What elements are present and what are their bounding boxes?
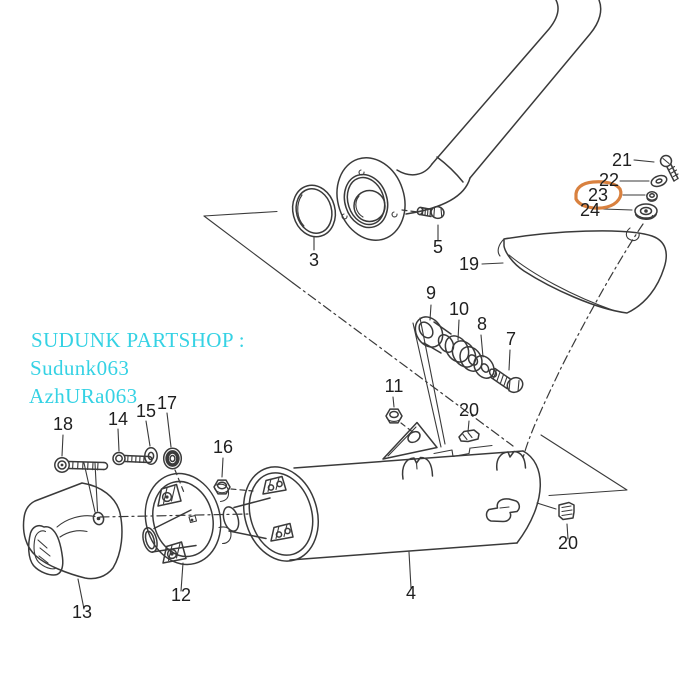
pipe-flange bbox=[336, 157, 419, 241]
washer-15 bbox=[144, 420, 158, 465]
part-label-12: 12 bbox=[171, 585, 191, 605]
part-label-23: 23 bbox=[588, 185, 608, 205]
nut-16 bbox=[213, 457, 254, 495]
highlight-circle-part-23 bbox=[574, 180, 623, 210]
part-label-21: 21 bbox=[612, 150, 632, 170]
part-label-24: 24 bbox=[580, 200, 600, 220]
part-label-8: 8 bbox=[477, 314, 487, 334]
part-label-22: 22 bbox=[599, 170, 619, 190]
connector-12 bbox=[99, 472, 249, 592]
leader-lines bbox=[203, 210, 628, 497]
clip-20-top bbox=[458, 420, 480, 443]
exhaust-pipe bbox=[396, 0, 602, 215]
nut-17 bbox=[162, 412, 186, 496]
part-label-3: 3 bbox=[309, 250, 319, 270]
shop-watermark: SUDUNK PARTSHOP : Sudunk063 AzhURa063 bbox=[29, 328, 245, 408]
nut-11 bbox=[385, 396, 415, 434]
part-label-18: 18 bbox=[53, 414, 73, 434]
bolt-18 bbox=[54, 434, 109, 473]
part-label-17: 17 bbox=[157, 393, 177, 413]
watermark-line-3: AzhURa063 bbox=[29, 384, 138, 408]
bolt-7 bbox=[488, 349, 524, 394]
part-label-19: 19 bbox=[459, 254, 479, 274]
part-label-7: 7 bbox=[506, 329, 516, 349]
watermark-line-1: SUDUNK PARTSHOP : bbox=[31, 328, 245, 352]
shield-mount-centerline bbox=[522, 223, 644, 459]
part-label-13: 13 bbox=[72, 602, 92, 622]
gasket-3 bbox=[291, 184, 337, 251]
bolt-14 bbox=[112, 428, 153, 466]
heat-shield-19 bbox=[481, 227, 667, 314]
part-label-11: 11 bbox=[385, 376, 404, 396]
grommet-24 bbox=[602, 203, 658, 221]
part-labels: 3 4 5 7 8 9 10 11 12 13 14 15 16 17 18 1… bbox=[53, 150, 632, 622]
clip-20-right bbox=[536, 501, 575, 540]
part-label-5: 5 bbox=[433, 237, 443, 257]
watermark-line-2: Sudunk063 bbox=[30, 356, 129, 380]
assembly-leader-lines bbox=[412, 317, 446, 448]
part-label-10: 10 bbox=[449, 299, 469, 319]
part-label-20-top: 20 bbox=[459, 400, 479, 420]
bolt-5 bbox=[416, 205, 445, 241]
muffler-body-4 bbox=[222, 421, 541, 589]
part-label-4: 4 bbox=[406, 583, 416, 603]
end-cap-13 bbox=[22, 462, 123, 610]
washer-22 bbox=[619, 174, 668, 188]
part-label-14: 14 bbox=[108, 409, 128, 429]
diagram-line-art bbox=[22, 0, 679, 610]
washer-8 bbox=[473, 334, 495, 379]
nut-23 bbox=[622, 191, 658, 202]
part-label-20-right: 20 bbox=[558, 533, 578, 553]
part-label-15: 15 bbox=[136, 401, 156, 421]
screw-21 bbox=[633, 154, 679, 182]
part-label-16: 16 bbox=[213, 437, 233, 457]
part-label-9: 9 bbox=[426, 283, 436, 303]
